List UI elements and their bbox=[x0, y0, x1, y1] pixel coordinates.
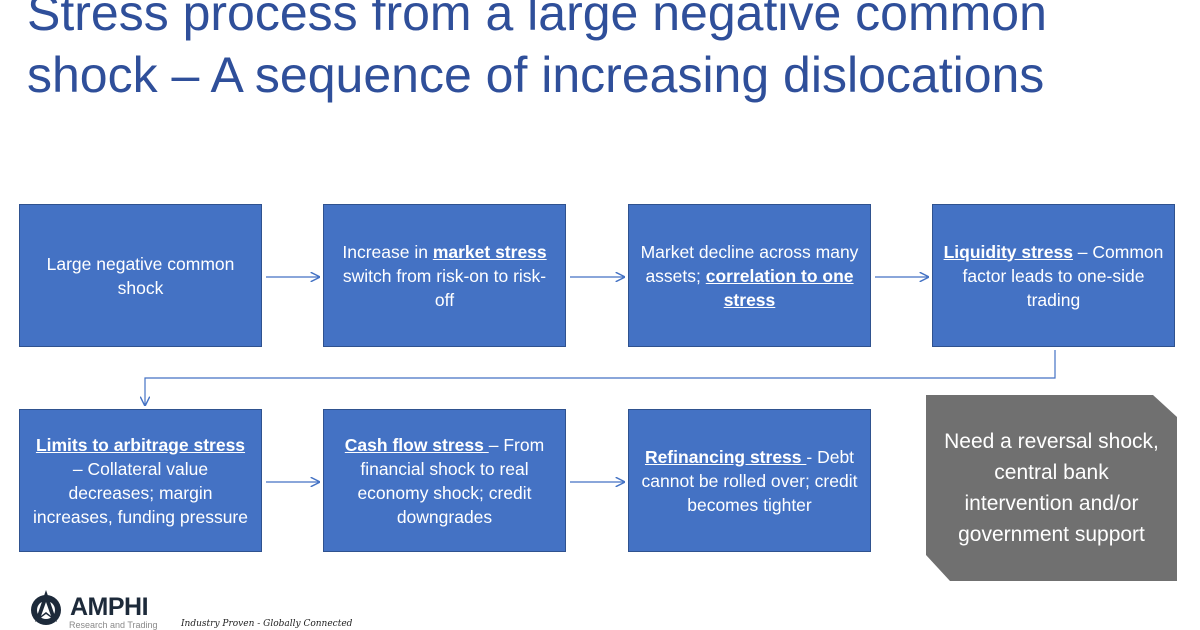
step-box-refinancing-stress: Refinancing stress - Debt cannot be roll… bbox=[628, 409, 871, 552]
box-highlight-text: Refinancing stress bbox=[644, 446, 807, 467]
box-text: - Debt cannot be rolled over; credit bec… bbox=[641, 446, 858, 515]
step-box-cash-flow-stress: Cash flow stress – From financial shock … bbox=[323, 409, 566, 552]
logo-name: AMPHI bbox=[70, 593, 149, 621]
step-box-correlation: Market decline across many assets; corre… bbox=[628, 204, 871, 347]
conclusion-box: Need a reversal shock, central bank inte… bbox=[926, 395, 1177, 581]
conclusion-text: Need a reversal shock, central bank inte… bbox=[944, 430, 1159, 546]
box-text: switch from risk-on to risk-off bbox=[342, 265, 547, 310]
box-text: Large negative common shock bbox=[46, 253, 235, 298]
arrow-4-5 bbox=[145, 350, 1056, 405]
title-line-2: shock – A sequence of increasing disloca… bbox=[27, 47, 1045, 103]
logo-subtitle: Research and Trading bbox=[69, 620, 158, 630]
tagline: Industry Proven - Globally Connected bbox=[181, 619, 353, 629]
box-text: – Collateral value decreases; margin inc… bbox=[33, 458, 248, 527]
box-highlight-text: Liquidity stress bbox=[943, 241, 1073, 262]
box-highlight-text: Limits to arbitrage stress bbox=[35, 434, 246, 455]
slide-title: Stress process from a large negative com… bbox=[27, 0, 1197, 106]
step-box-liquidity-stress: Liquidity stress – Common factor leads t… bbox=[932, 204, 1175, 347]
amphi-logo-icon bbox=[31, 590, 61, 625]
step-box-market-stress: Increase in market stress switch from ri… bbox=[323, 204, 566, 347]
box-text: Increase in bbox=[342, 241, 433, 262]
step-box-large-negative-shock: Large negative common shock bbox=[19, 204, 262, 347]
box-highlight-text: correlation to one stress bbox=[705, 265, 854, 310]
box-highlight-text: Cash flow stress bbox=[344, 434, 489, 455]
box-text: Market decline across many assets; bbox=[640, 241, 859, 286]
title-line-1: Stress process from a large negative com… bbox=[27, 0, 1047, 41]
box-text: – From financial shock to real economy s… bbox=[357, 434, 545, 527]
box-highlight-text: market stress bbox=[432, 241, 547, 262]
box-text: – Common factor leads to one-side tradin… bbox=[962, 241, 1164, 310]
step-box-limits-to-arbitrage: Limits to arbitrage stress – Collateral … bbox=[19, 409, 262, 552]
